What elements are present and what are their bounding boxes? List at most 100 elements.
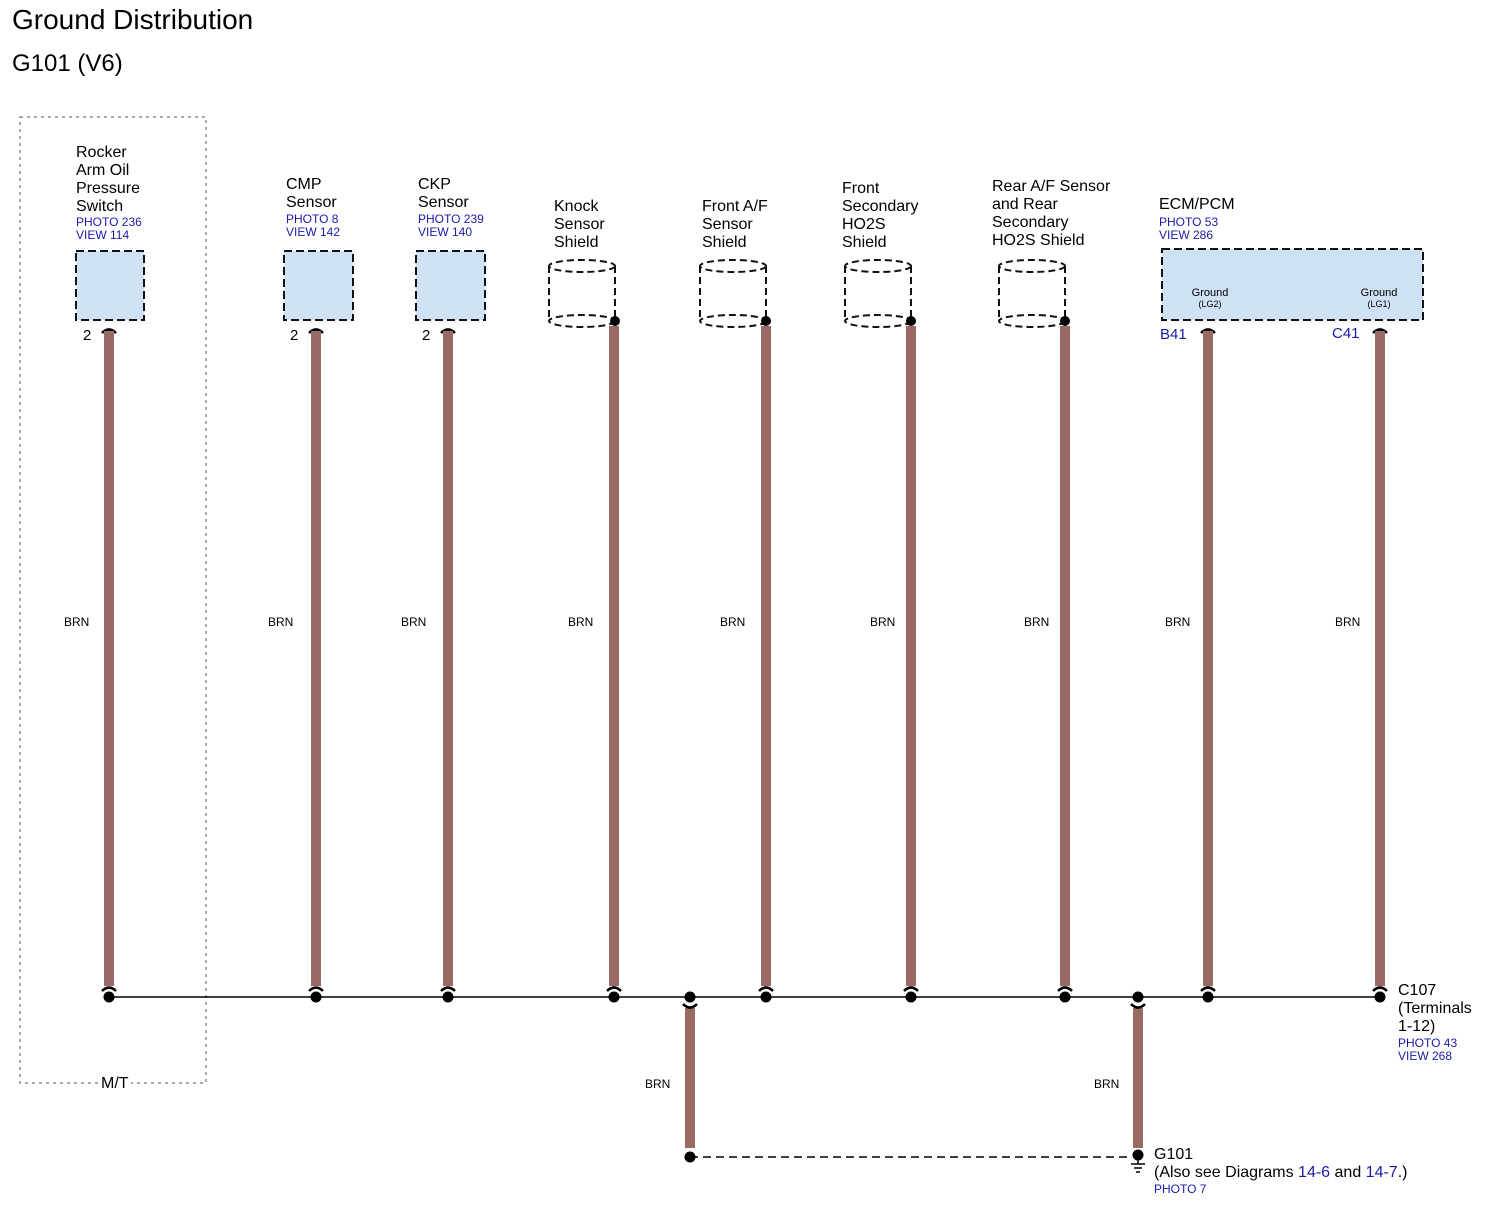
rear-shield-icon [998, 259, 1066, 328]
label-line: Sensor [286, 194, 337, 211]
c107-junction-dot [608, 991, 620, 1003]
rocker-pin-arc [101, 328, 117, 334]
ground-note-text: and [1330, 1164, 1366, 1181]
view-ref[interactable]: VIEW 268 [1398, 1049, 1453, 1063]
label-line: Shield [842, 234, 887, 251]
wire-color-label: BRN [401, 615, 427, 629]
view-ref[interactable]: VIEW 114 [76, 228, 130, 242]
mt-label: M/T [99, 1075, 131, 1093]
ckp-pin-arc [440, 328, 456, 334]
wire-color-label: BRN [645, 1077, 671, 1091]
c107-arc [758, 986, 774, 992]
c107-arc [606, 986, 622, 992]
photo-ref[interactable]: PHOTO 239 [418, 212, 484, 226]
c107-arc [903, 986, 919, 992]
c107-junction-dot [1132, 991, 1144, 1003]
c107-arc [101, 986, 117, 992]
photo-ref[interactable]: PHOTO 236 [76, 215, 142, 229]
label-line: Switch [76, 198, 124, 215]
terminal-name: Ground [1360, 287, 1398, 299]
mt-boundary [19, 116, 207, 1084]
photo-ref[interactable]: PHOTO 8 [286, 212, 339, 226]
c107-junction-dot [1202, 991, 1214, 1003]
label-line: CKP [418, 176, 451, 193]
front-af-shield-drain-dot [761, 316, 771, 326]
c107-arc [1130, 1003, 1146, 1009]
c107-arc [440, 986, 456, 992]
cmp-pin-number: 2 [290, 327, 299, 344]
ground-name: G101 [1154, 1146, 1194, 1163]
label-line: HO2S [842, 216, 886, 233]
terminal-sub: (LG1) [1367, 299, 1391, 309]
photo-ref[interactable]: PHOTO 53 [1159, 215, 1219, 229]
label-line: Shield [702, 234, 747, 251]
cmp-sensor-label: CMP Sensor [286, 176, 337, 212]
label-line: and Rear [992, 196, 1058, 213]
label-line: Sensor [554, 216, 605, 233]
wire-color-label: BRN [568, 615, 594, 629]
label-line: Rear A/F Sensor [992, 178, 1111, 195]
diagram-link-14-7[interactable]: 14-7 [1365, 1164, 1398, 1181]
photo-ref[interactable]: PHOTO 43 [1398, 1036, 1458, 1050]
view-ref[interactable]: VIEW 142 [286, 225, 341, 239]
label-line: Secondary [842, 198, 919, 215]
b41-pin-arc [1200, 328, 1216, 334]
ckp-pin-number: 2 [422, 327, 431, 344]
label-line: Front A/F [702, 198, 768, 215]
g101-photo-ref[interactable]: PHOTO 7 [1154, 1182, 1207, 1196]
c107-arc [1372, 986, 1388, 992]
connector-terminals: 1-12) [1398, 1018, 1436, 1035]
c107-junction-dot [760, 991, 772, 1003]
rear-shield-label: Rear A/F Sensor and Rear Secondary HO2S … [992, 178, 1110, 250]
c107-refs: PHOTO 43 VIEW 268 [1398, 1037, 1457, 1063]
ecm-terminal-lg1: Ground (LG1) [1350, 288, 1408, 310]
c107-junction-dot [1374, 991, 1386, 1003]
terminal-sub: (LG2) [1198, 299, 1222, 309]
rocker-switch-box [75, 250, 145, 321]
ground-icon [1131, 1160, 1145, 1173]
wire-color-label: BRN [1094, 1077, 1120, 1091]
wire-color-label: BRN [870, 615, 896, 629]
label-line: Arm Oil [76, 162, 130, 179]
rear-shield-drain-dot [1060, 316, 1070, 326]
ckp-sensor-refs: PHOTO 239 VIEW 140 [418, 213, 484, 239]
ground-note: (Also see Diagrams 14-6 and 14-7.) [1154, 1164, 1407, 1182]
label-line: Front [842, 180, 880, 197]
ecm-pcm-label: ECM/PCM [1159, 196, 1235, 213]
wire-color-label: BRN [268, 615, 294, 629]
ecm-pcm-refs: PHOTO 53 VIEW 286 [1159, 216, 1218, 242]
view-ref[interactable]: VIEW 286 [1159, 228, 1214, 242]
ground-note-text: (Also see Diagrams [1154, 1164, 1299, 1181]
knock-shield-icon [548, 259, 616, 328]
b41-pin-number[interactable]: B41 [1160, 326, 1187, 343]
page-title: Ground Distribution [12, 4, 254, 35]
c107-arc [1200, 986, 1216, 992]
rocker-switch-refs: PHOTO 236 VIEW 114 [76, 216, 142, 242]
front-af-shield-icon [699, 259, 767, 328]
rocker-switch-label: Rocker Arm Oil Pressure Switch [76, 144, 140, 216]
view-ref[interactable]: VIEW 140 [418, 225, 473, 239]
front-af-shield-label: Front A/F Sensor Shield [702, 198, 768, 252]
connector-terminals: (Terminals [1398, 1000, 1472, 1017]
rocker-pin-number: 2 [83, 327, 92, 344]
ecm-terminal-lg2: Ground (LG2) [1181, 288, 1239, 310]
wire-color-label: BRN [720, 615, 746, 629]
g101-ground-label: G101 (Also see Diagrams 14-6 and 14-7.) [1154, 1146, 1407, 1182]
c41-pin-arc [1372, 328, 1388, 334]
ecm-pcm-box [1161, 248, 1424, 321]
front-ho2s-shield-label: Front Secondary HO2S Shield [842, 180, 919, 252]
c41-pin-number[interactable]: C41 [1332, 325, 1360, 342]
ckp-sensor-label: CKP Sensor [418, 176, 469, 212]
knock-shield-label: Knock Sensor Shield [554, 198, 605, 252]
wire-color-label: BRN [1335, 615, 1361, 629]
ground-note-text: .) [1397, 1164, 1408, 1181]
label-line: Shield [554, 234, 599, 251]
ckp-sensor-box [415, 250, 486, 321]
page-subtitle: G101 (V6) [12, 50, 123, 77]
terminal-name: Ground [1191, 287, 1229, 299]
c107-arc [682, 1003, 698, 1009]
diagram-link-14-6[interactable]: 14-6 [1298, 1164, 1331, 1181]
knock-shield-drain-dot [610, 316, 620, 326]
label-line: Sensor [702, 216, 753, 233]
c107-connector-label: C107 (Terminals 1-12) [1398, 982, 1472, 1036]
